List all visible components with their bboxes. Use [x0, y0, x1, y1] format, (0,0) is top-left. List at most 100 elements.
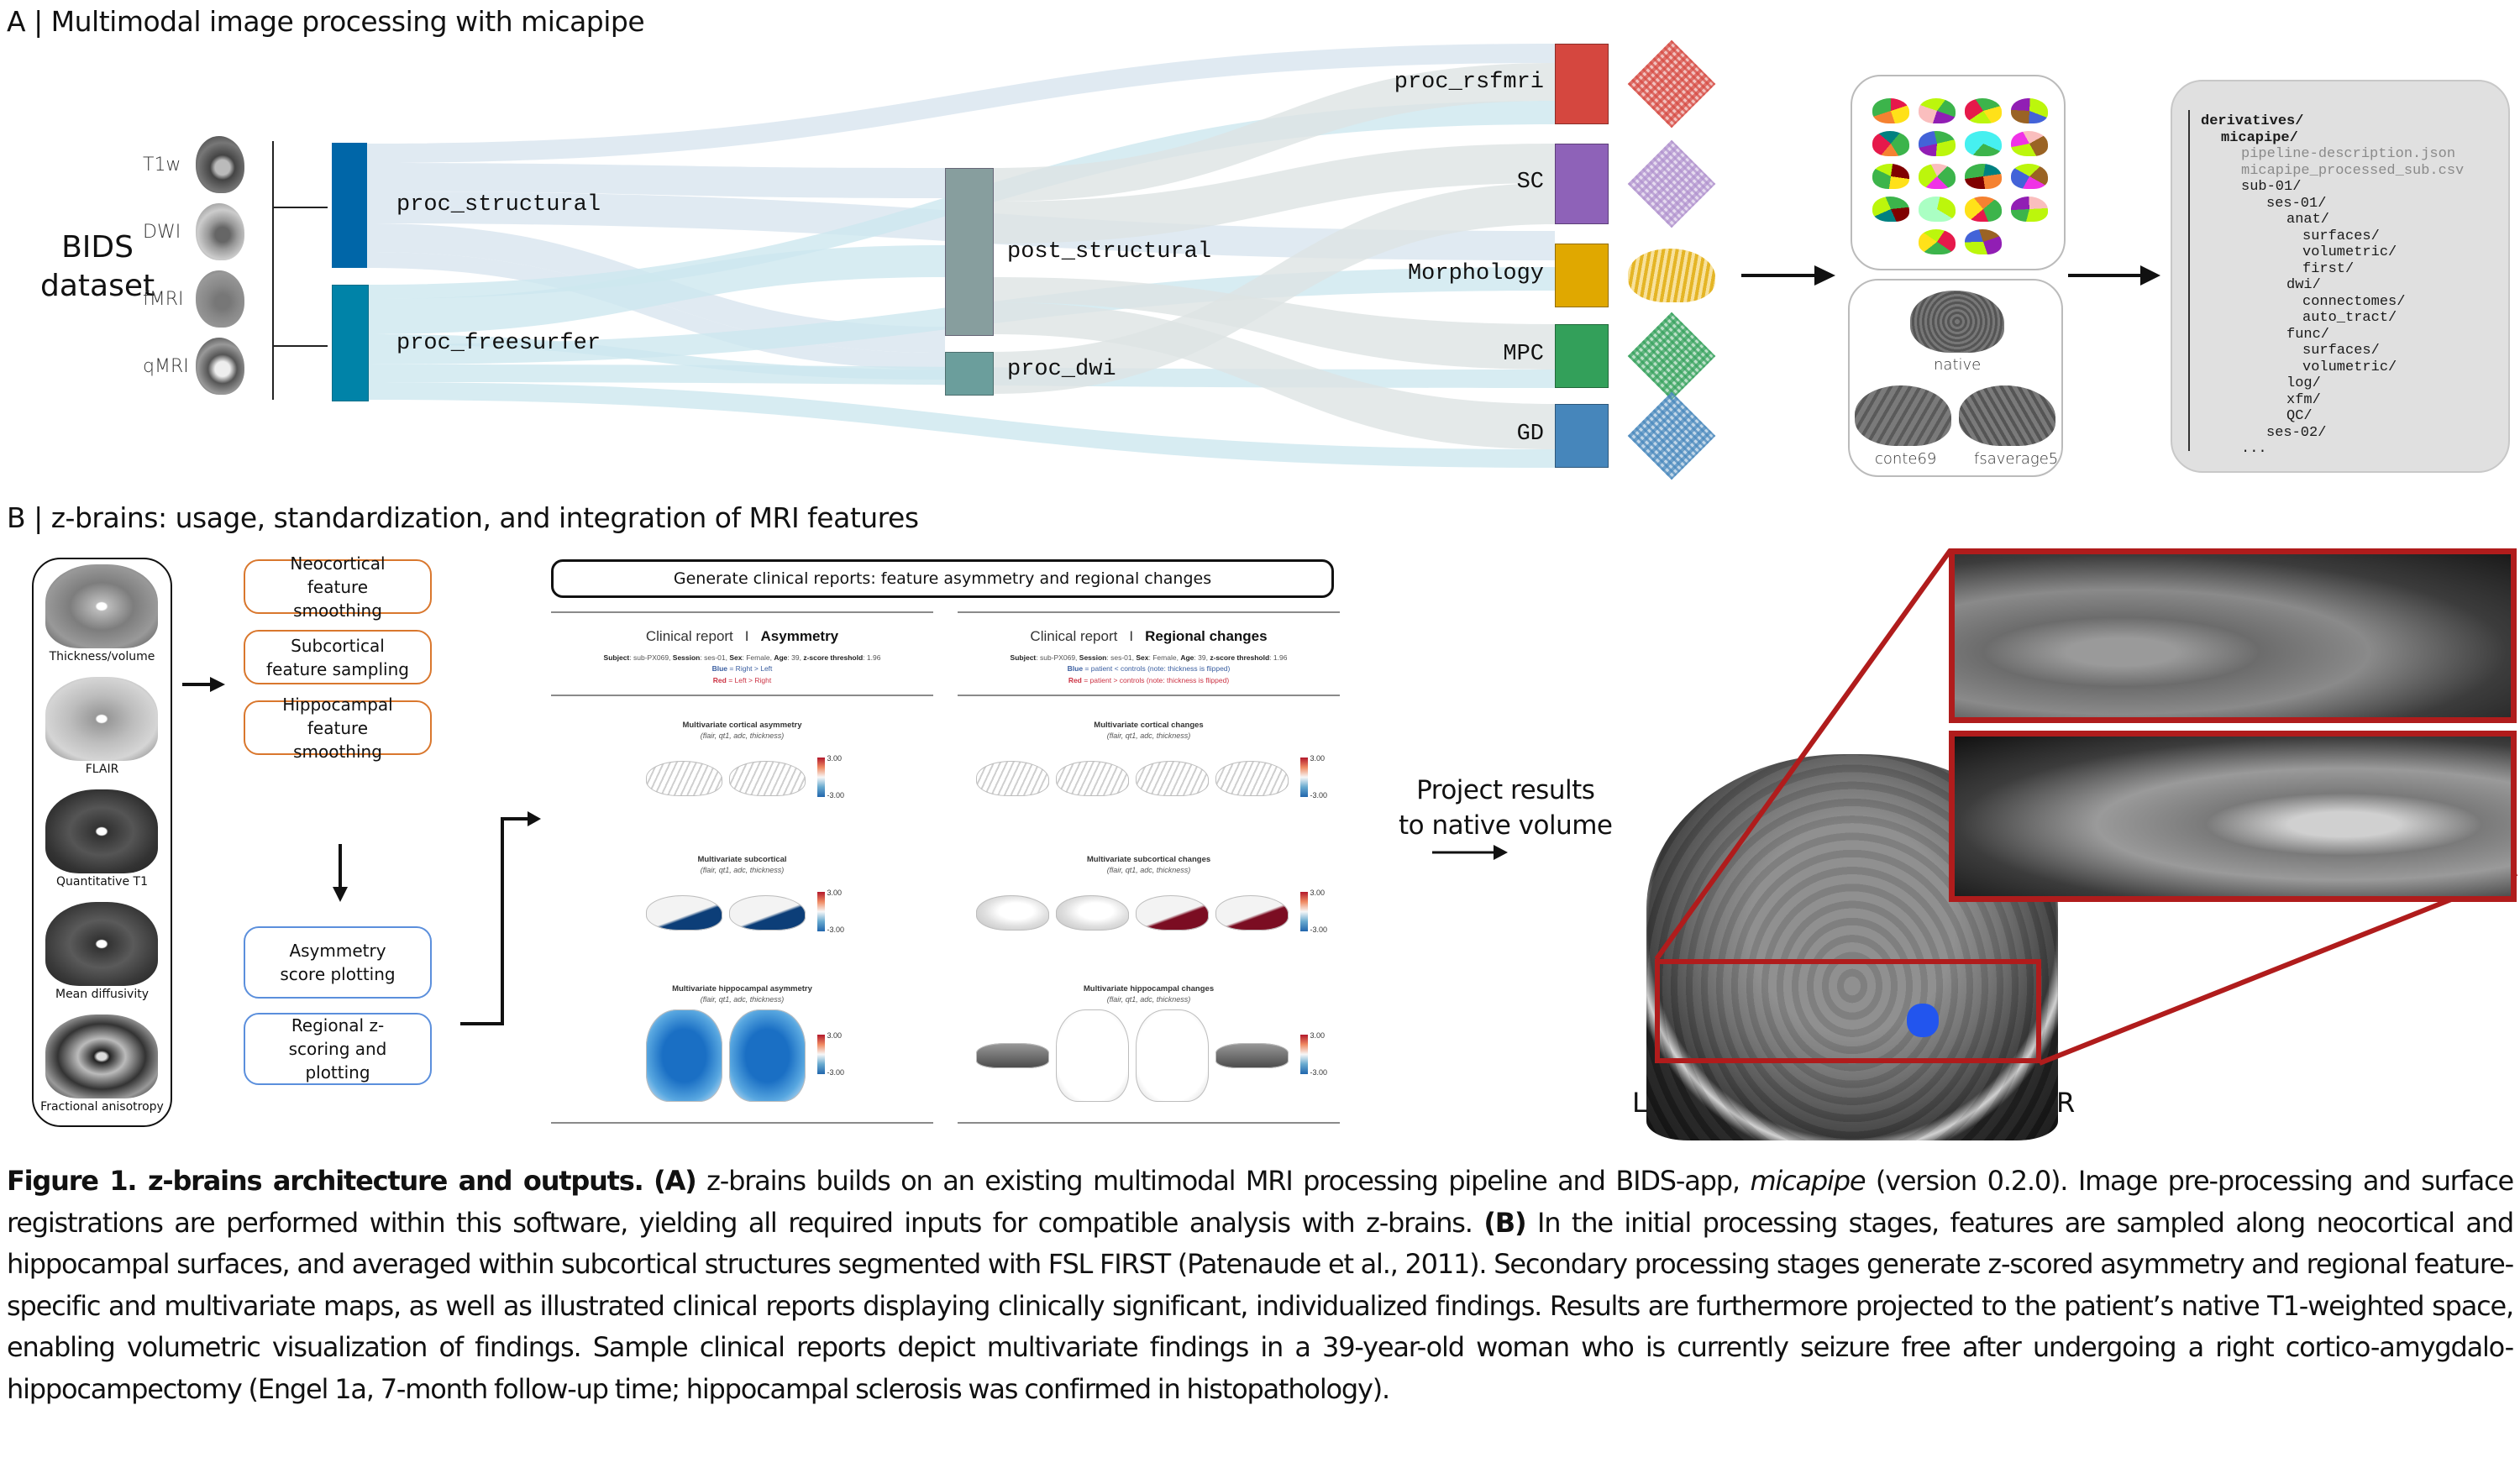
- node-proc-structural[interactable]: [332, 143, 367, 268]
- cortical-surface-map: [975, 761, 1049, 796]
- stage-regional-zscoring[interactable]: Regional z-scoring and plotting: [244, 1013, 432, 1085]
- section-title: Multivariate hippocampal asymmetry: [672, 984, 812, 994]
- report-title-prefix: Clinical report: [645, 628, 733, 644]
- meta-key: Session: [672, 653, 701, 662]
- meta-key: Session: [1079, 653, 1107, 662]
- report-title-prefix: Clinical report: [1030, 628, 1118, 644]
- meta-value: ses-01: [704, 653, 726, 662]
- stage-asymmetry-plotting[interactable]: Asymmetry score plotting: [244, 926, 432, 999]
- modality-item: qMRI: [139, 336, 265, 403]
- node-gd[interactable]: [1555, 404, 1609, 468]
- caption-b-text: In the initial processing stages, featur…: [7, 1206, 2514, 1405]
- meta-key: Age: [1180, 653, 1194, 662]
- caption-micapipe: micapipe: [1750, 1165, 1866, 1197]
- node-label-mpc: MPC: [1503, 342, 1544, 367]
- modality-label: qMRI: [143, 356, 189, 377]
- parcellation-brain-icon: [1965, 164, 2002, 189]
- meta-value: 39: [791, 653, 800, 662]
- caption-a-label: (A): [654, 1165, 697, 1197]
- node-post-structural[interactable]: [945, 168, 994, 336]
- caption-b-label: (B): [1483, 1206, 1526, 1239]
- meta-value: 1.96: [866, 653, 881, 662]
- caption-a-text: z-brains builds on an existing multimoda…: [696, 1165, 1751, 1197]
- cortical-surface-map: [1135, 761, 1209, 796]
- section-title: Multivariate subcortical changes: [1086, 855, 1211, 864]
- meta-value: sub-PX069: [633, 653, 669, 662]
- modality-label: T1w: [143, 155, 181, 176]
- stage-label: Neocortical feature smoothing: [290, 553, 386, 621]
- colorbar-min-label: -3.00: [1310, 925, 1328, 934]
- caption-figure-label: Figure 1. z-brains architecture and outp…: [7, 1165, 644, 1197]
- colorbar: [1299, 892, 1308, 931]
- cortical-surface-map: [1215, 761, 1289, 796]
- colorbar: [816, 758, 825, 797]
- section-subtitle: (flair, qt1, adc, thickness): [700, 731, 785, 740]
- zoom-view-flair: [1949, 731, 2517, 902]
- parcellation-brain-icon: [1919, 164, 1956, 189]
- legend-blue-key: Blue: [711, 664, 727, 673]
- parcellation-brain-icon: [1919, 197, 1956, 222]
- conte69-surface-icon: [1855, 385, 1951, 446]
- flow-proc-structural-to-post-structural: [367, 163, 945, 198]
- coronal-slice-image: [45, 677, 158, 761]
- tree-entry: derivatives/: [2201, 113, 2304, 129]
- node-proc-rsfmri[interactable]: [1555, 44, 1609, 124]
- node-label-post-structural: post_structural: [1007, 239, 1212, 265]
- flow-proc-freesurfer-to-gd: [367, 382, 1555, 468]
- parcellation-brain-icon: [1872, 197, 1909, 222]
- colorbar-max-label: 3.00: [1310, 1031, 1326, 1040]
- hippocampal-surface-map: [1055, 1009, 1129, 1102]
- parcellation-brain-icon: [1872, 131, 1909, 156]
- stage-hippocampal-smoothing[interactable]: Hippocampal feature smoothing: [244, 695, 432, 762]
- hippocampal-surface-map: [728, 1009, 806, 1102]
- flow-proc-freesurfer-to-post-structural: [367, 245, 945, 334]
- flow-proc-structural-to-proc-dwi-2: [367, 252, 945, 370]
- node-label-proc-dwi: proc_dwi: [1007, 357, 1116, 382]
- input-modality-label: Thickness/volume: [49, 650, 155, 663]
- node-proc-dwi[interactable]: [945, 352, 994, 396]
- report-divider-top: [958, 611, 1340, 613]
- node-proc-freesurfer[interactable]: [332, 285, 369, 401]
- parcellation-brain-icon: [2011, 131, 2048, 156]
- flow-proc-structural-to-proc-rsfmri: [367, 44, 1555, 163]
- parcellation-brain-icon: [1919, 229, 1956, 254]
- parcellation-brain-icon: [1965, 197, 2002, 222]
- tree-entry: func/: [2286, 326, 2330, 343]
- project-text-line1: Project results: [1416, 775, 1595, 805]
- project-results-label: Project results to native volume: [1399, 773, 1613, 843]
- tree-entry: ...: [2241, 441, 2267, 457]
- derivatives-tree: derivatives/micapipe/pipeline-descriptio…: [2201, 113, 2464, 458]
- finding-blob: [1907, 1004, 1939, 1037]
- node-morphology[interactable]: [1555, 244, 1609, 307]
- node-label-gd: GD: [1516, 422, 1544, 447]
- legend-blue-text: = Right > Left: [727, 664, 773, 673]
- bids-dataset-label: BIDS dataset: [40, 228, 155, 306]
- caption-a-text-2: (version 0.2.0). Image pre-processing an…: [7, 1165, 2514, 1239]
- tree-entry: volumetric/: [2302, 244, 2397, 260]
- parcellation-brain-icon: [1965, 229, 2002, 254]
- stage-subcortical-sampling[interactable]: Subcortical feature sampling: [244, 630, 432, 684]
- meta-value: Female: [746, 653, 770, 662]
- tree-entry: auto_tract/: [2302, 310, 2397, 326]
- arrow-down-to-analysis: [333, 844, 348, 902]
- brain-sagittal-qmri-icon: [196, 338, 244, 395]
- cortical-surface-icon: [1628, 249, 1715, 302]
- node-sc[interactable]: [1555, 144, 1609, 224]
- input-modality-label: FLAIR: [85, 763, 119, 776]
- legend-red: Red = patient > controls (note: thicknes…: [958, 676, 1340, 684]
- conte69-label: conte69: [1875, 450, 1937, 468]
- brain-sagittal-dwi-icon: [196, 203, 244, 260]
- stage-neocortical-smoothing[interactable]: Neocortical feature smoothing: [244, 553, 432, 621]
- input-modality-item: Thickness/volume: [34, 564, 171, 674]
- left-hemisphere-label: L: [1632, 1087, 1647, 1119]
- section-title: Multivariate hippocampal changes: [1083, 984, 1215, 994]
- input-modality-label: Mean diffusivity: [55, 988, 150, 1001]
- native-surface-label: native: [1934, 356, 1982, 374]
- meta-value: sub-PX069: [1039, 653, 1076, 662]
- node-mpc[interactable]: [1555, 324, 1609, 388]
- panel-b-title: B | z-brains: usage, standardization, an…: [7, 501, 919, 534]
- report-divider-bottom: [958, 1122, 1340, 1124]
